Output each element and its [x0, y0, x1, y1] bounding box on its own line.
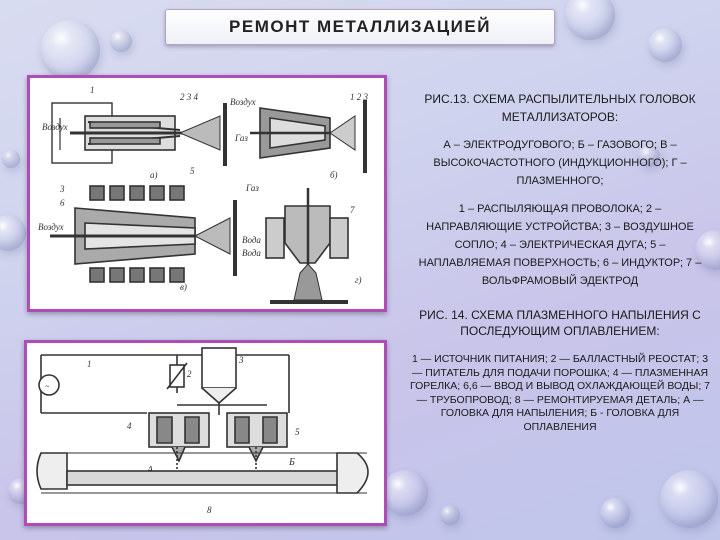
svg-text:1: 1 — [87, 359, 92, 369]
label-air-b: Воздух — [230, 97, 256, 107]
plasma-spraying-diagram: ~ А Б — [36, 347, 369, 515]
figure-plasma-spraying: ~ А Б — [24, 340, 387, 526]
figure1-legend: 1 – РАСПЫЛЯЮЩАЯ ПРОВОЛОКА; 2 – НАПРАВЛЯЮ… — [418, 203, 702, 287]
water-drop-decoration — [2, 150, 20, 168]
label-gas-g: Газ — [245, 183, 259, 193]
gas-metallizer-head: Воздух Газ б) 1 2 3 — [230, 92, 369, 180]
svg-text:5: 5 — [295, 427, 300, 437]
figure-spray-heads: Воздух а) 1 2 3 4 5 Воздух Газ б) 1 2 3 — [27, 75, 387, 312]
water-drop-decoration — [110, 30, 132, 52]
svg-text:1: 1 — [90, 85, 95, 95]
title-bar: РЕМОНТ МЕТАЛЛИЗАЦИЕЙ — [165, 9, 555, 45]
water-drop-decoration — [638, 145, 660, 167]
figure2-legend: 1 — ИСТОЧНИК ПИТАНИЯ; 2 — БАЛЛАСТНЫЙ РЕО… — [409, 353, 711, 433]
label-a: а) — [150, 170, 158, 180]
water-drop-decoration — [382, 470, 428, 516]
water-drop-decoration — [0, 215, 26, 251]
label-air-a: Воздух — [42, 122, 68, 132]
figure2-caption: РИС. 14. СХЕМА ПЛАЗМЕННОГО НАПЫЛЕНИЯ С П… — [419, 308, 701, 338]
slide-title: РЕМОНТ МЕТАЛЛИЗАЦИЕЙ — [229, 17, 491, 36]
water-drop-decoration — [40, 20, 100, 80]
plasma-metallizer-head: Газ Вода Вода г) 7 — [242, 183, 362, 304]
label-air-v: Воздух — [38, 222, 64, 232]
label-water-g1: Вода — [242, 235, 261, 245]
figure1-caption: РИС.13. СХЕМА РАСПЫЛИТЕЛЬНЫХ ГОЛОВОК МЕТ… — [424, 92, 696, 124]
svg-text:3: 3 — [59, 184, 65, 194]
induction-metallizer-head: Воздух в) 3 6 — [38, 184, 237, 292]
water-drop-decoration — [695, 230, 720, 270]
figure1-types: А – ЭЛЕКТРОДУГОВОГО; Б – ГАЗОВОГО; В – В… — [433, 139, 687, 187]
svg-text:5: 5 — [190, 166, 195, 176]
svg-text:6: 6 — [60, 198, 65, 208]
label-gas-b: Газ — [234, 133, 248, 143]
svg-text:1 2 3: 1 2 3 — [350, 92, 369, 102]
svg-text:2: 2 — [187, 369, 192, 379]
figure1-description: РИС.13. СХЕМА РАСПЫЛИТЕЛЬНЫХ ГОЛОВОК МЕТ… — [410, 90, 710, 290]
water-drop-decoration — [440, 505, 460, 525]
svg-text:7: 7 — [350, 205, 355, 215]
figure2-description: РИС. 14. СХЕМА ПЛАЗМЕННОГО НАПЫЛЕНИЯ С П… — [408, 307, 712, 434]
label-g: г) — [355, 275, 362, 285]
svg-text:~: ~ — [45, 382, 50, 391]
label-b: б) — [330, 170, 338, 180]
water-drop-decoration — [660, 470, 718, 528]
label-water-g2: Вода — [242, 248, 261, 258]
label-head-b: Б — [288, 457, 295, 468]
water-drop-decoration — [600, 498, 630, 528]
water-drop-decoration — [648, 28, 682, 62]
spray-heads-diagram: Воздух а) 1 2 3 4 5 Воздух Газ б) 1 2 3 — [38, 85, 369, 304]
svg-text:4: 4 — [127, 421, 132, 431]
spray-head-b: Б — [226, 412, 295, 471]
svg-text:8: 8 — [207, 505, 212, 515]
svg-text:3: 3 — [238, 355, 244, 365]
label-v: в) — [180, 282, 187, 292]
spray-head-a: А — [146, 412, 210, 476]
svg-text:2 3 4: 2 3 4 — [180, 92, 199, 102]
water-drop-decoration — [565, 0, 615, 40]
arc-metallizer-head: Воздух а) 1 2 3 4 5 — [42, 85, 227, 180]
